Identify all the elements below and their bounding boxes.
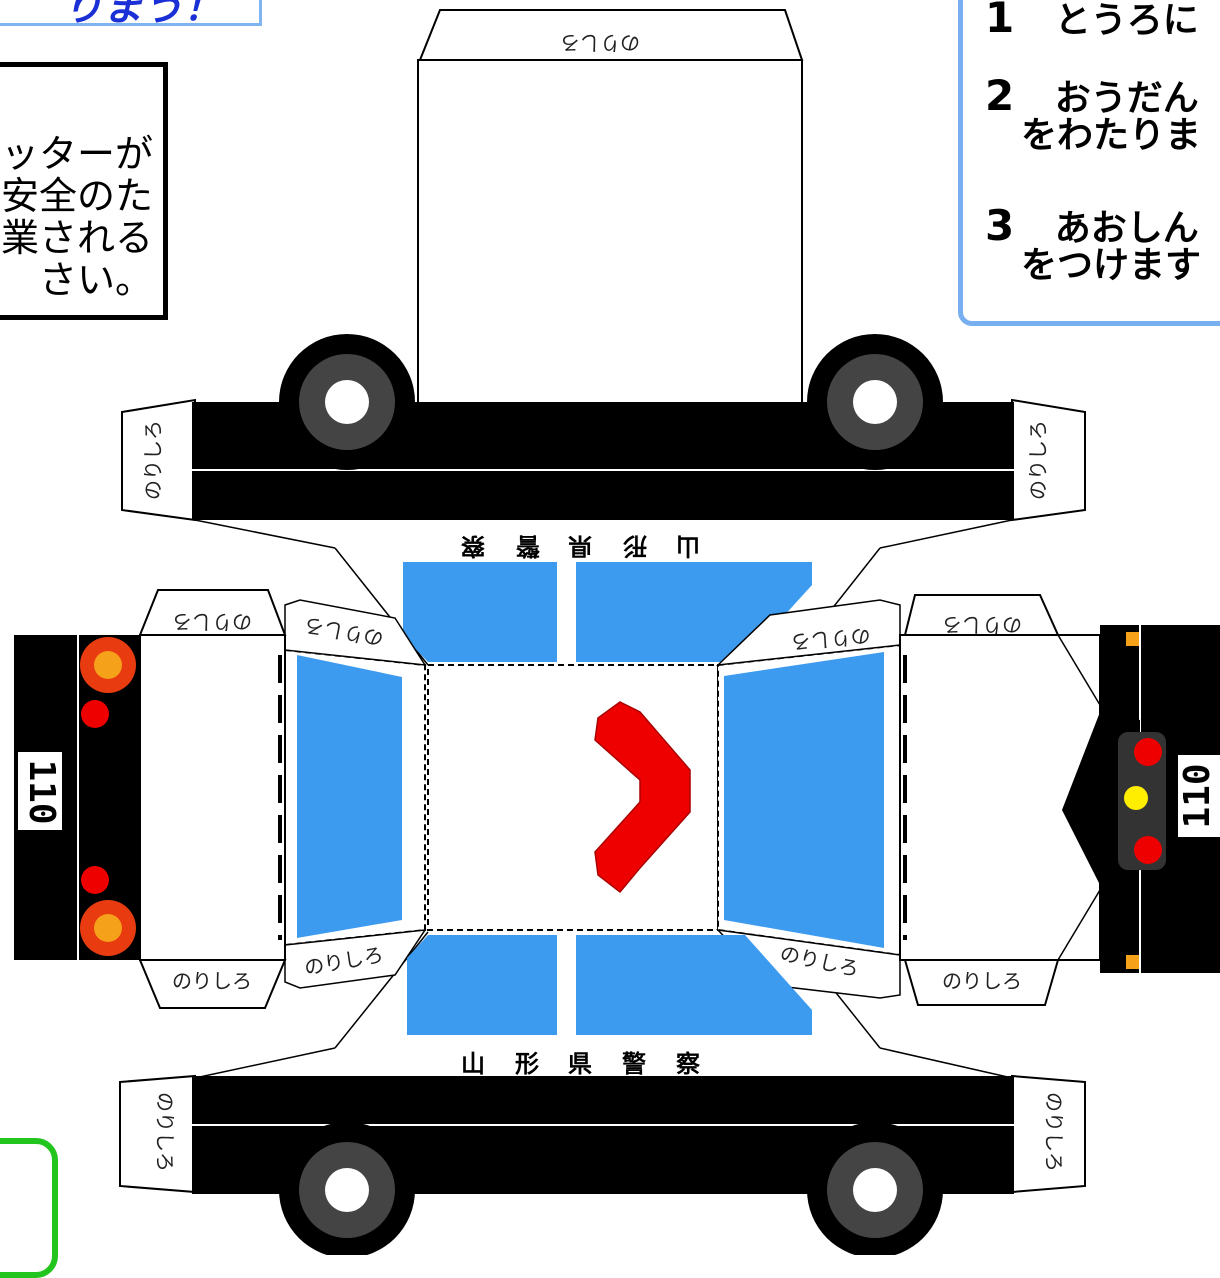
glue-tab-label: のりしろ xyxy=(560,31,640,55)
step-text: あおしん xyxy=(1054,208,1199,249)
center-hood-panel xyxy=(427,664,719,931)
police-char: 山 xyxy=(461,1050,485,1078)
glue-tab-label: のりしろ xyxy=(141,420,165,500)
wheel xyxy=(807,334,943,470)
license-plate xyxy=(18,752,62,830)
police-char: 山 xyxy=(676,532,700,560)
step-2: 2 おうだん xyxy=(985,75,1199,119)
head-light xyxy=(1134,738,1162,766)
step-number: 2 xyxy=(985,71,1015,120)
police-char: 県 xyxy=(568,532,592,560)
police-char: 察 xyxy=(676,1050,701,1078)
front-hood-panel: のりしろ のりしろ xyxy=(899,594,1101,1006)
left-side-panel: のりしろ のりしろ xyxy=(284,599,427,989)
head-light xyxy=(1134,836,1162,864)
siren-light xyxy=(594,701,691,894)
warning-line: 業される xyxy=(0,216,153,260)
step-3-continued: をつけます xyxy=(1021,245,1202,286)
warning-note-box: ッターが 安全のた 業される さい。 xyxy=(0,62,168,320)
step-text: おうだん xyxy=(1054,78,1199,119)
police-char: 察 xyxy=(460,532,485,560)
police-char: 警 xyxy=(621,1050,646,1078)
step-number: 1 xyxy=(985,0,1015,42)
rear-trunk-panel: のりしろ のりしろ xyxy=(138,589,287,1009)
police-lettering-lower: 山 形 県 警 察 xyxy=(461,1050,701,1078)
glue-tab-label: のりしろ xyxy=(153,1092,177,1172)
tail-light xyxy=(81,866,109,894)
license-plate xyxy=(1178,755,1220,837)
window xyxy=(297,655,402,938)
step-3: 3 あおしん xyxy=(985,205,1199,249)
window xyxy=(576,935,812,1035)
tail-light xyxy=(81,700,109,728)
warning-line: さい。 xyxy=(38,258,153,302)
wheel xyxy=(279,1122,415,1255)
warning-line: ッターが xyxy=(0,132,153,176)
glue-tab-label: のりしろ xyxy=(172,610,252,634)
title-banner: りまう！ xyxy=(0,0,262,30)
police-char: 形 xyxy=(515,1050,539,1078)
roof-panel: のりしろ xyxy=(417,9,804,406)
indicator-light xyxy=(1124,786,1148,810)
glue-tab-label: のりしろ xyxy=(1042,1092,1066,1172)
glue-tab-label: のりしろ xyxy=(1026,420,1050,500)
steps-box: 1 とうろに 2 おうだん をわたりま 3 あおしん をつけます xyxy=(958,0,1220,326)
police-char: 県 xyxy=(568,1050,592,1078)
window xyxy=(724,652,884,948)
glue-tab-label: のりしろ xyxy=(942,613,1022,637)
police-char: 警 xyxy=(516,532,541,560)
plate-number: 110 xyxy=(21,759,62,824)
step-text: とうろに xyxy=(1054,0,1199,41)
step-2-continued: をわたりま xyxy=(1021,115,1202,156)
title-banner-text: りまう！ xyxy=(63,0,223,30)
wheel xyxy=(807,1122,943,1255)
warning-line: 安全のた xyxy=(0,174,153,218)
right-side-panel: のりしろ のりしろ xyxy=(715,599,901,999)
police-char: 形 xyxy=(623,532,647,560)
step-number: 3 xyxy=(985,201,1015,250)
glue-tab-label: のりしろ xyxy=(172,969,252,993)
rear-bumper-panel: 110 xyxy=(14,635,140,960)
plate-number: 110 xyxy=(1177,763,1218,828)
lower-windows xyxy=(407,935,812,1035)
front-grille-panel: 110 xyxy=(1062,625,1220,973)
wheel xyxy=(279,334,415,470)
step-1: 1 とうろに xyxy=(985,0,1199,40)
window xyxy=(407,935,557,1035)
window xyxy=(403,562,557,662)
police-lettering-upper: 察 警 県 形 山 xyxy=(460,532,700,560)
glue-tab-label: のりしろ xyxy=(942,969,1022,993)
